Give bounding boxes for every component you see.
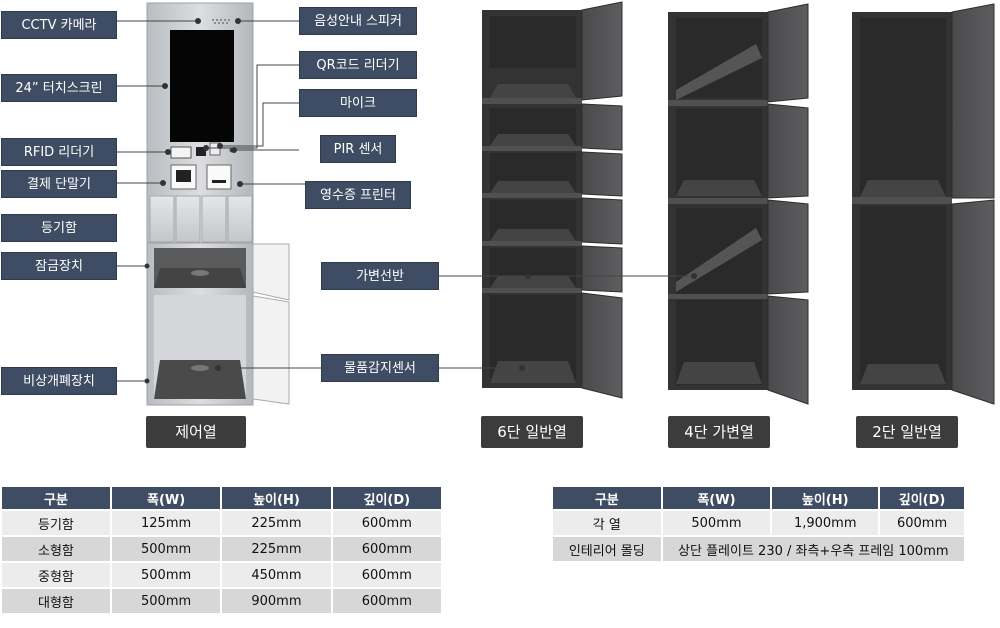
table-cell: 600mm [332, 563, 441, 587]
table-cell: 450mm [222, 563, 331, 587]
caption-four-tier-column: 4단 가변열 [668, 416, 770, 448]
label-lock-device: 잠금장치 [1, 252, 117, 280]
registered-boxes [149, 195, 253, 243]
table-header-row: 구분 폭(W) 높이(H) 깊이(D) [2, 487, 441, 509]
table-cell: 600mm [332, 589, 441, 613]
receipt-printer [206, 164, 232, 190]
table-row: 중형함 500mm 450mm 600mm [2, 563, 441, 587]
table-row: 대형함 500mm 900mm 600mm [2, 589, 441, 613]
header-cell: 폭(W) [111, 487, 221, 509]
table-header-row: 구분 폭(W) 높이(H) 깊이(D) [553, 487, 964, 509]
speaker-grille [212, 19, 230, 24]
variable-shelf-lower [676, 228, 762, 292]
emergency-release [144, 378, 150, 384]
label-emergency-release: 비상개폐장치 [1, 367, 117, 395]
table-cell: 600mm [332, 537, 441, 561]
table-cell: 500mm [111, 589, 221, 613]
table-cell: 500mm [662, 511, 771, 535]
table-cell: 125mm [111, 511, 221, 535]
table-cell: 중형함 [2, 563, 110, 587]
table-cell: 1,900mm [772, 511, 879, 535]
leader-lines [117, 20, 688, 382]
table-row: 등기함 125mm 225mm 600mm [2, 511, 441, 535]
label-rfid-reader: RFID 리더기 [1, 138, 117, 166]
label-qr-reader: QR코드 리더기 [299, 51, 417, 79]
label-voice-speaker: 음성안내 스피커 [299, 7, 417, 35]
compartment-size-table: 구분 폭(W) 높이(H) 깊이(D) 등기함 125mm 225mm 600m… [0, 485, 443, 615]
header-cell: 깊이(D) [880, 487, 964, 509]
header-cell: 깊이(D) [332, 487, 441, 509]
caption-six-tier-column: 6단 일반열 [481, 416, 583, 448]
header-cell: 높이(H) [222, 487, 331, 509]
two-tier-column [852, 3, 995, 405]
table-cell: 소형함 [2, 537, 110, 561]
touchscreen-display [170, 30, 234, 142]
caption-control-column: 제어열 [146, 416, 246, 448]
table-cell: 600mm [880, 511, 964, 535]
table-cell: 500mm [111, 563, 221, 587]
control-column [144, 2, 290, 406]
lock-device [144, 263, 150, 269]
column-size-table: 구분 폭(W) 높이(H) 깊이(D) 각 열 500mm 1,900mm 60… [551, 485, 966, 563]
table-cell: 225mm [222, 537, 331, 561]
table-row: 소형함 500mm 225mm 600mm [2, 537, 441, 561]
header-cell: 구분 [2, 487, 110, 509]
label-receipt-printer: 영수증 프린터 [305, 181, 411, 209]
table-cell: 상단 플레이트 230 / 좌측+우측 프레임 100mm [662, 537, 964, 561]
table-cell: 등기함 [2, 511, 110, 535]
rfid-reader [170, 146, 192, 159]
table-cell: 대형함 [2, 589, 110, 613]
leader-dots [160, 18, 697, 371]
table-row: 인테리어 몰딩 상단 플레이트 230 / 좌측+우측 프레임 100mm [553, 537, 964, 561]
table-cell: 각 열 [553, 511, 661, 535]
table-cell: 600mm [332, 511, 441, 535]
table-cell: 900mm [222, 589, 331, 613]
table-cell: 225mm [222, 511, 331, 535]
label-item-sensor: 물품감지센서 [321, 354, 439, 382]
label-registered-box: 등기함 [1, 214, 117, 242]
header-cell: 구분 [553, 487, 661, 509]
label-pir-sensor: PIR 센서 [320, 135, 396, 163]
table-cell: 500mm [111, 537, 221, 561]
header-cell: 높이(H) [772, 487, 879, 509]
label-microphone: 마이크 [299, 89, 417, 117]
qr-reader [196, 147, 206, 156]
header-cell: 폭(W) [662, 487, 771, 509]
label-variable-shelf: 가변선반 [321, 262, 439, 290]
four-tier-column [668, 3, 809, 405]
label-touchscreen: 24” 터치스크린 [1, 74, 117, 102]
variable-shelf-upper [676, 44, 762, 100]
table-row: 각 열 500mm 1,900mm 600mm [553, 511, 964, 535]
label-payment-terminal: 결제 단말기 [1, 170, 117, 198]
table-cell: 인테리어 몰딩 [553, 537, 661, 561]
six-tier-column [482, 1, 623, 399]
caption-two-tier-column: 2단 일반열 [856, 416, 958, 448]
label-cctv-camera: CCTV 카메라 [1, 11, 117, 39]
